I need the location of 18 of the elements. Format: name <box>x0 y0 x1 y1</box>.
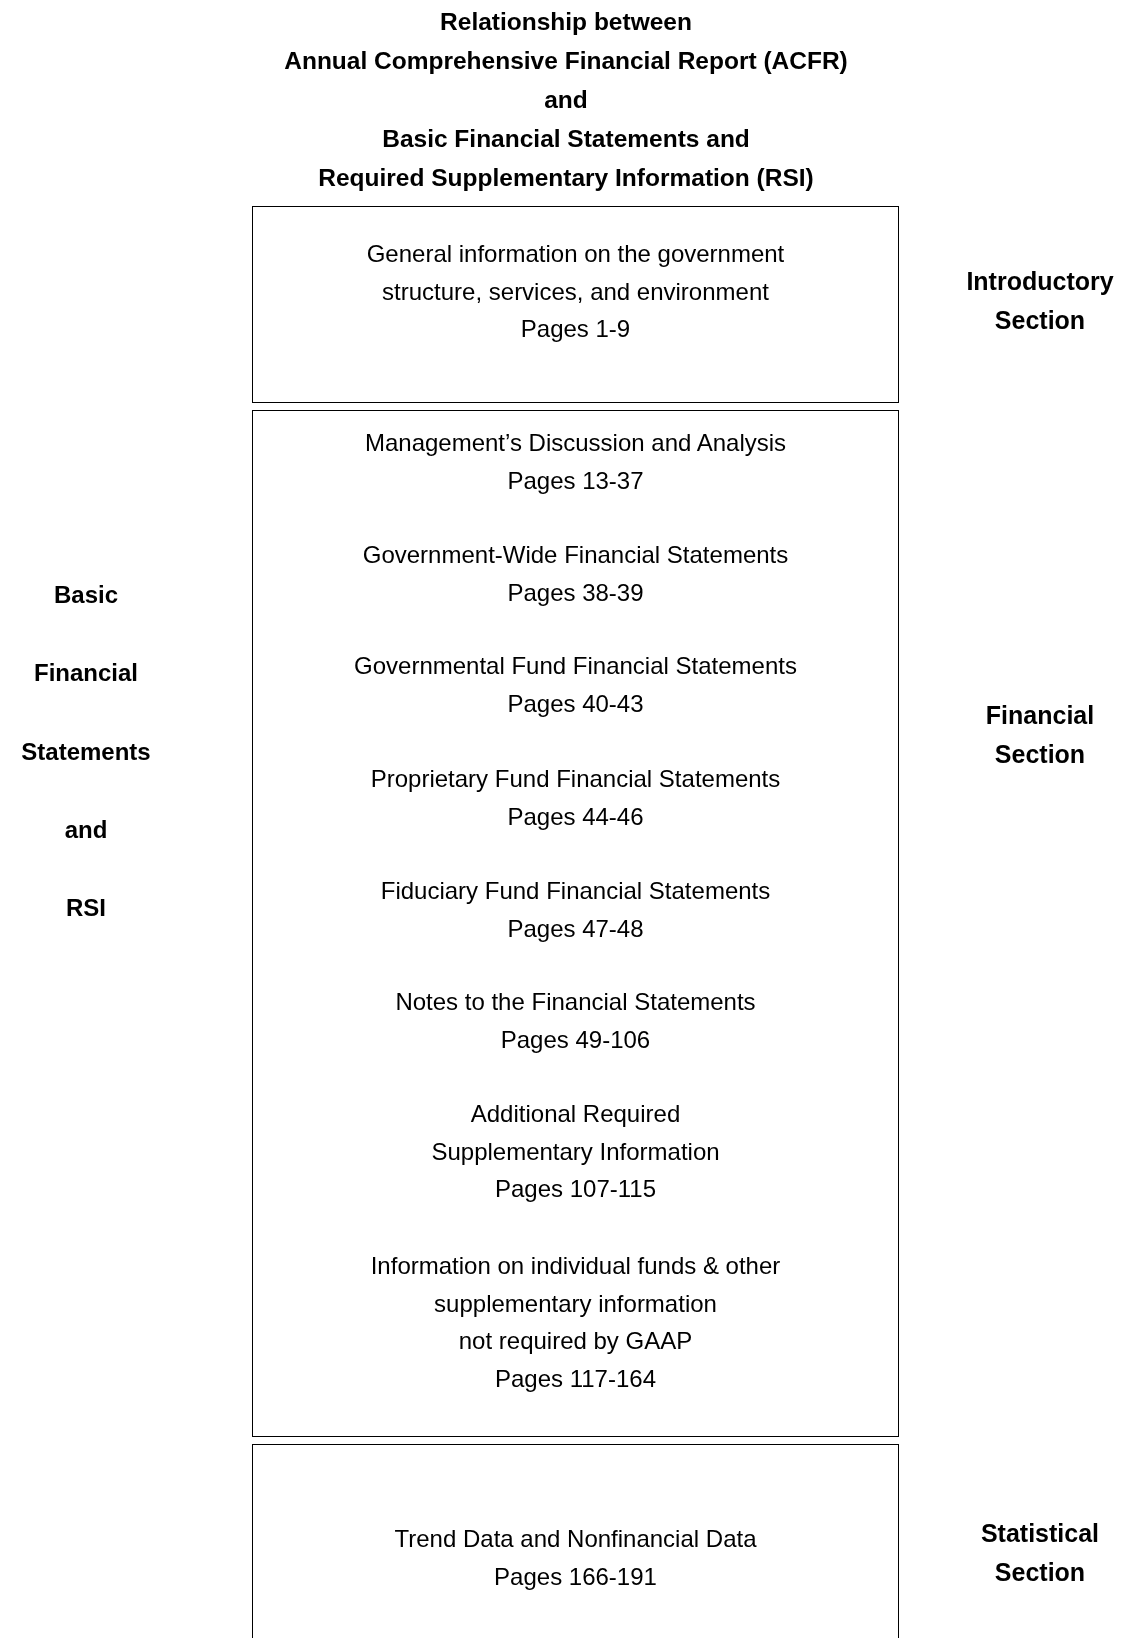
section-box <box>252 1444 899 1638</box>
section-box <box>252 410 899 1437</box>
section-text: Trend Data and Nonfinancial Data Pages 166-191 <box>393 1524 758 1592</box>
section-text: Additional Required Supplementary Information Pages 107-115 <box>430 1099 721 1205</box>
section-text: Proprietary Fund Financial Statements Pages 44-46 <box>369 764 782 832</box>
diagram-title: Relationship between Annual Comprehensive Financial Report (ACFR) and Basic Financial Statements and Required Supplementary Information (RSI) <box>283 7 849 193</box>
section-text: Information on individual funds & other supplementary information not required by GAAP Pages 117-164 <box>369 1251 782 1394</box>
section-text: Management’s Discussion and Analysis Pages 13-37 <box>363 428 788 496</box>
side-label: Basic Financial Statements and RSI <box>20 580 152 924</box>
section-text: Notes to the Financial Statements Pages 49-106 <box>394 987 757 1055</box>
section-text: Governmental Fund Financial Statements Pages 40-43 <box>353 651 798 719</box>
section-box <box>252 206 899 403</box>
section-name: Introductory Section <box>965 266 1115 336</box>
section-text: Fiduciary Fund Financial Statements Pages 47-48 <box>379 876 772 944</box>
section-text: General information on the government structure, services, and environment Pages 1-9 <box>365 239 786 345</box>
section-name: Statistical Section <box>979 1518 1101 1588</box>
section-name: Financial Section <box>984 700 1096 770</box>
section-text: Government-Wide Financial Statements Pages 38-39 <box>361 540 790 608</box>
